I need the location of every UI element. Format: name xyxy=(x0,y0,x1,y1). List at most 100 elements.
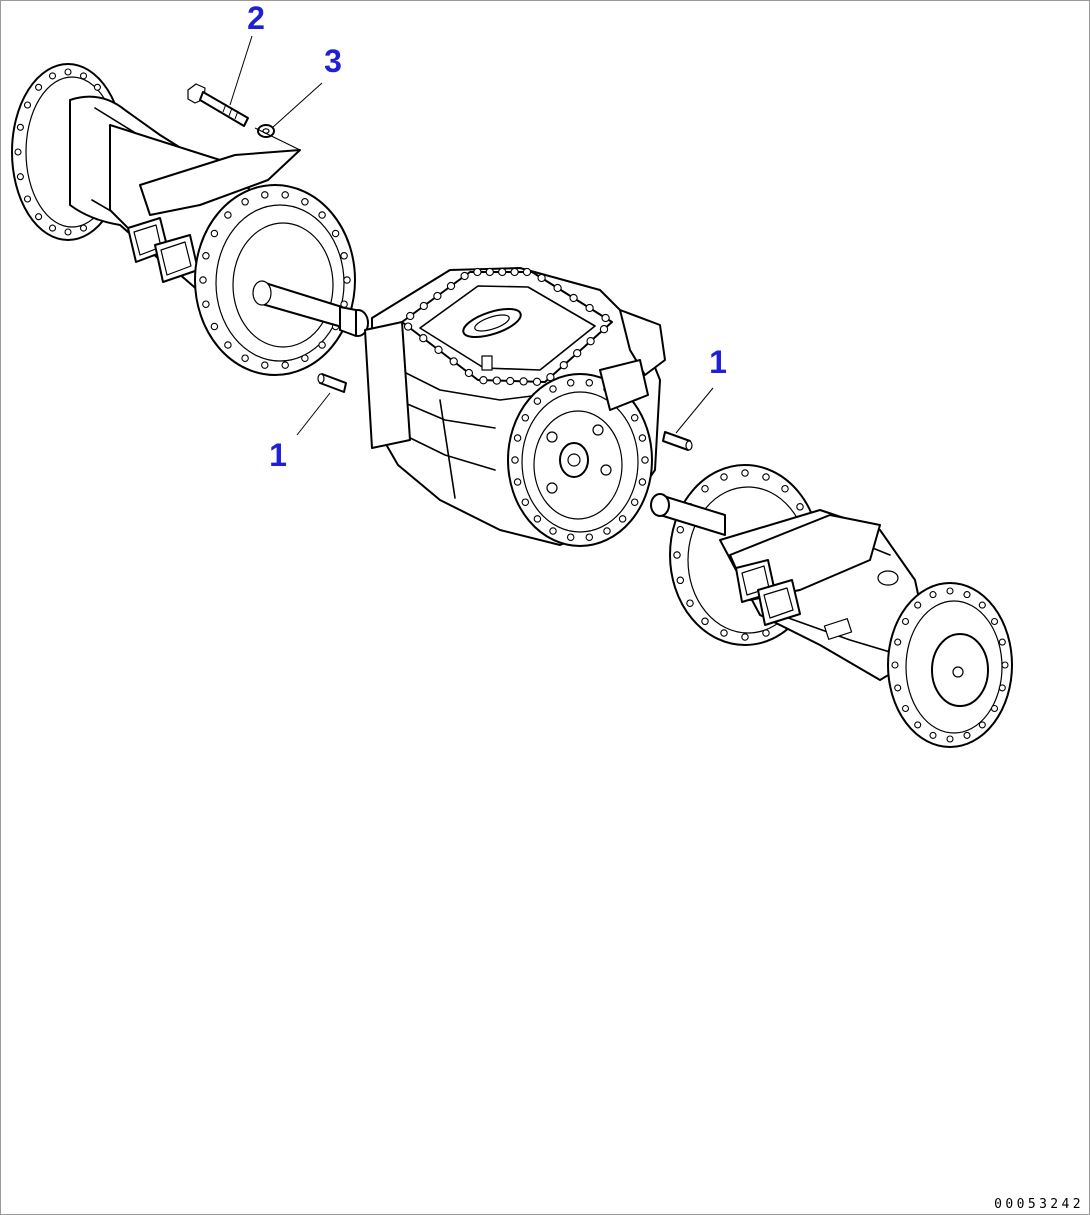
bolt-hole xyxy=(894,638,902,646)
right-flange-bolt-circle xyxy=(891,587,1009,743)
left-axle-housing xyxy=(11,63,369,376)
bolt-hole xyxy=(998,638,1006,646)
bolt-hole xyxy=(16,173,24,181)
part-2-bolt xyxy=(187,83,249,127)
part-1-dowel-pin-right xyxy=(662,431,693,451)
bolt-hole xyxy=(48,224,57,232)
cover-bolt xyxy=(506,376,515,386)
bolt-hole xyxy=(762,473,770,481)
bolt-hole xyxy=(978,721,986,729)
bolt-hole xyxy=(963,731,971,739)
bolt-hole xyxy=(533,515,542,523)
cover-bolt xyxy=(449,357,458,366)
bolt-hole xyxy=(946,735,954,743)
cover-bolt xyxy=(498,267,507,277)
bolt-hole xyxy=(894,684,902,692)
bolt-hole xyxy=(566,379,575,387)
cover-bolt xyxy=(464,368,474,378)
cover-bolt xyxy=(419,301,428,311)
bolt-hole xyxy=(281,361,289,369)
bolt-hole xyxy=(618,515,627,523)
bolt-hole xyxy=(914,601,922,609)
center-differential-housing xyxy=(364,267,666,547)
callout-3: 3 xyxy=(324,43,342,79)
bolt-hole xyxy=(93,83,101,91)
bolt-hole xyxy=(261,191,269,199)
bolt-hole xyxy=(990,617,999,626)
bolt-hole xyxy=(630,414,639,422)
cover-bolt xyxy=(446,281,456,291)
bolt-hole xyxy=(23,195,32,203)
center-right-bracket xyxy=(619,309,666,376)
bolt-hole xyxy=(998,684,1006,692)
cover-bolt xyxy=(406,311,415,321)
cover-bolt xyxy=(460,271,469,281)
bolt-hole xyxy=(513,478,522,486)
cover-bolt xyxy=(573,349,582,358)
bolt-hole xyxy=(676,525,685,534)
bolt-hole xyxy=(301,198,309,206)
cover-bolt xyxy=(553,283,562,293)
bolt-hole xyxy=(301,354,309,362)
bolt-hole xyxy=(720,473,728,481)
bolt-hole xyxy=(701,617,709,626)
cover-bolt xyxy=(434,345,443,354)
cover-bolt xyxy=(532,377,542,386)
bolt-hole xyxy=(79,72,88,80)
bolt-hole xyxy=(676,576,685,585)
right-shaft-end xyxy=(650,493,670,517)
bolt-hole xyxy=(741,469,749,477)
bolt-hole xyxy=(641,456,649,464)
right-mount-boxes xyxy=(735,559,801,626)
bolt-hole xyxy=(318,341,326,349)
cover-bolt xyxy=(510,267,519,277)
bolt-hole xyxy=(1001,661,1009,669)
bolt-hole xyxy=(638,434,647,442)
bolt-hole xyxy=(23,101,32,109)
bolt-hole xyxy=(64,228,72,236)
bolt-hole xyxy=(796,503,804,511)
bolt-hole xyxy=(210,322,219,331)
bolt-hole xyxy=(701,484,709,493)
bolt-hole xyxy=(549,385,557,393)
bolt-hole xyxy=(210,229,219,238)
bolt-hole xyxy=(781,484,789,493)
bolt-hole xyxy=(585,379,594,387)
cover-bolt xyxy=(559,361,568,370)
bolt-hole xyxy=(224,341,232,349)
bolt-hole xyxy=(202,300,210,308)
cover-bolt xyxy=(585,303,594,313)
bolt-hole xyxy=(741,633,749,641)
bolt-hole xyxy=(914,721,922,729)
cover-bolt xyxy=(419,334,428,343)
bolt-hole xyxy=(946,587,954,595)
bolt-hole xyxy=(48,72,57,80)
cover-bolt xyxy=(473,267,482,277)
bolt-hole xyxy=(331,229,340,238)
bolt-hole xyxy=(16,123,24,131)
callout-2: 2 xyxy=(247,0,265,36)
bolt-hole xyxy=(963,591,971,599)
left-mount-boxes xyxy=(127,217,199,283)
bolt-hole xyxy=(533,397,542,405)
bolt-hole xyxy=(673,551,681,559)
cover-bolt xyxy=(537,273,546,283)
bolt-hole xyxy=(241,198,249,206)
bolt-hole xyxy=(891,661,899,669)
callout-1-left: 1 xyxy=(269,437,287,473)
part-1-dowel-pin-left xyxy=(317,373,347,393)
bolt-hole xyxy=(901,704,910,713)
bolt-hole xyxy=(603,527,611,535)
bolt-hole xyxy=(978,601,986,609)
left-top-bracket xyxy=(139,149,301,216)
left-ring-bolt-circle xyxy=(199,191,351,369)
bolt-hole xyxy=(340,252,348,260)
cover-bolt xyxy=(599,325,609,334)
cover-bolt xyxy=(485,267,494,277)
bolt-hole xyxy=(318,211,326,219)
cover-bolt xyxy=(403,322,413,331)
bolt-hole xyxy=(199,276,207,284)
cover-bolt xyxy=(601,313,610,323)
leader-lines xyxy=(229,35,714,436)
